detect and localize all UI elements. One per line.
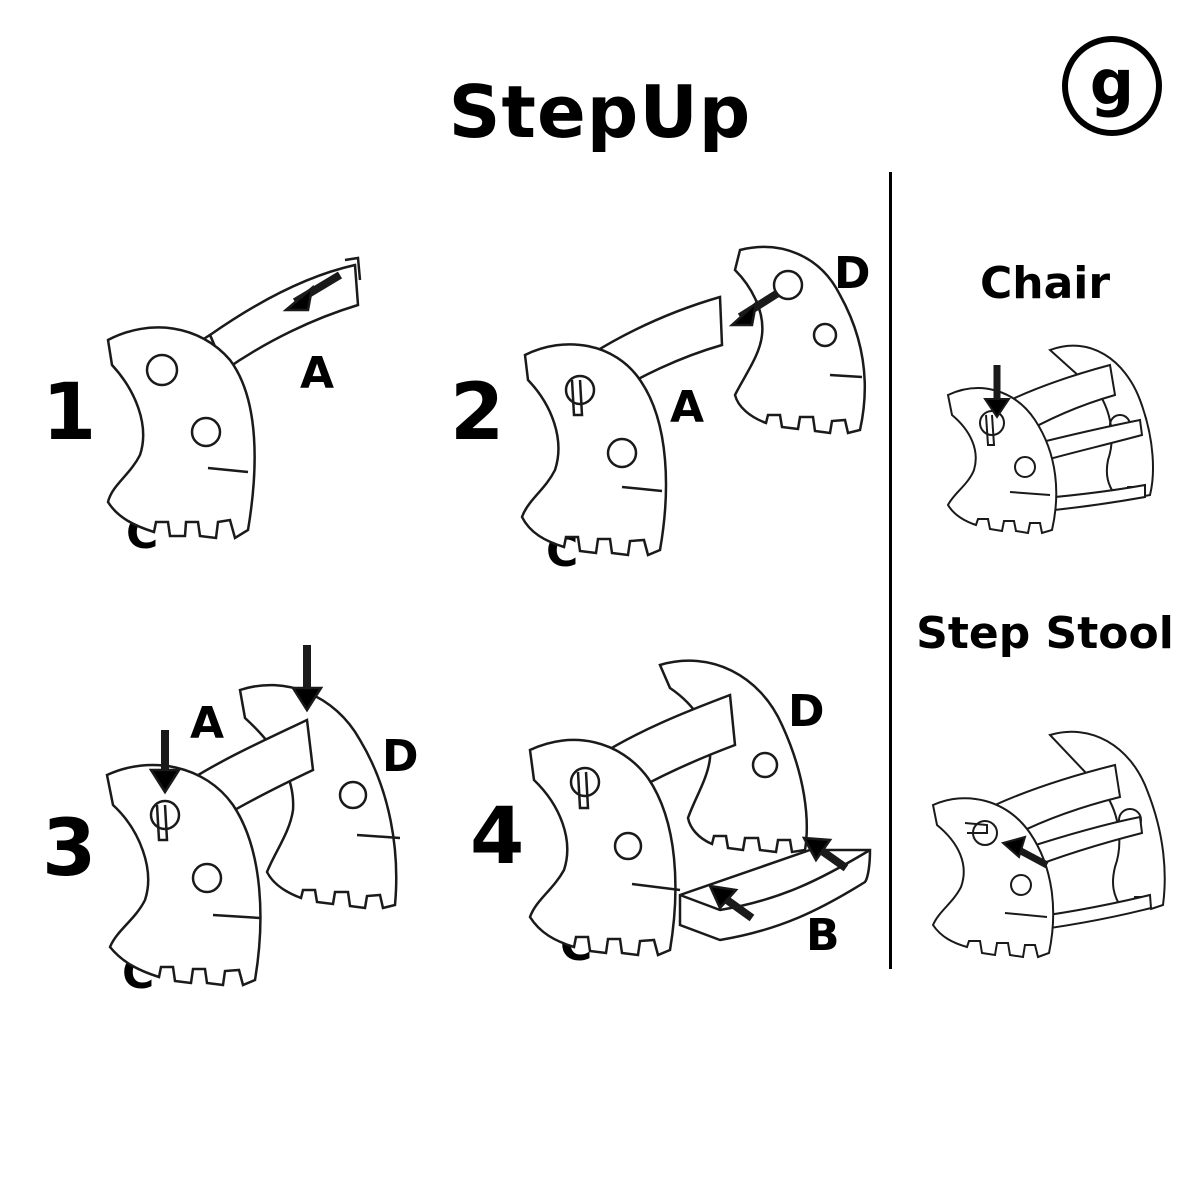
part-label-a: A [190, 698, 225, 749]
g-logo-icon: g [1060, 34, 1164, 138]
part-label-d: D [834, 248, 871, 299]
step-stool-drawing [931, 730, 1166, 959]
step-2-drawing [520, 245, 867, 557]
part-label-d: D [382, 731, 419, 782]
step-number-4: 4 [470, 792, 525, 882]
step-number-3: 3 [42, 804, 97, 894]
svg-text:g: g [1090, 46, 1134, 119]
step-1-drawing [106, 256, 362, 540]
part-label-b: B [806, 910, 840, 961]
step-number-2: 2 [450, 368, 505, 458]
part-label-a: A [670, 382, 705, 433]
step-number-1: 1 [42, 368, 97, 458]
config-title-chair: Chair [979, 258, 1111, 309]
section-divider [889, 172, 892, 969]
part-label-a: A [300, 348, 335, 399]
step-3-drawing [105, 645, 401, 987]
page-title: StepUp [448, 70, 752, 154]
part-label-d: D [788, 686, 825, 737]
step-4-drawing [528, 659, 872, 957]
config-title-step-stool: Step Stool [916, 608, 1174, 659]
chair-drawing [946, 344, 1154, 535]
